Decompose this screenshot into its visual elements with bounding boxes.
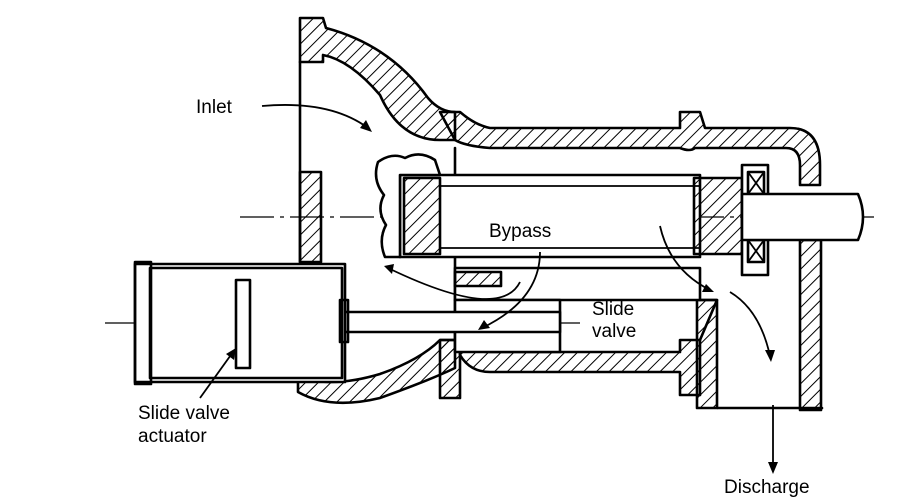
actuator-leader	[199, 351, 234, 399]
rotor	[398, 173, 702, 259]
inlet-label: Inlet	[196, 97, 232, 118]
slide-valve-label-line1: Slide	[592, 299, 635, 320]
inlet-arrow	[261, 104, 369, 129]
actuator-gland	[338, 298, 350, 344]
bypass-label: Bypass	[489, 221, 552, 242]
drive-shaft	[740, 192, 865, 242]
slide-valve-label-line2: valve	[592, 321, 637, 342]
bypass-arrow-left	[387, 267, 521, 300]
discharge-end-bearing	[692, 176, 744, 256]
inlet-casing-top	[298, 16, 457, 142]
discharge-port-edge	[698, 298, 719, 342]
actuator-piston	[234, 278, 252, 370]
discharge-flow-arrow	[659, 225, 711, 291]
inlet-casing-rib	[298, 170, 323, 264]
main-housing-bottom	[438, 338, 462, 400]
discharge-wall-left	[695, 298, 719, 410]
actuator-label-line2: actuator	[138, 426, 207, 447]
discharge-flow-arrow-2	[729, 291, 771, 357]
discharge-label: Discharge	[724, 477, 810, 498]
slide-valve-guide	[453, 270, 503, 288]
discharge-wall-right	[798, 238, 823, 412]
broken-section-edge	[374, 153, 442, 259]
actuator-end-cap	[133, 260, 153, 386]
bypass-arrow-right	[481, 251, 541, 329]
actuator-label-line1: Slide valve	[138, 403, 230, 424]
suction-end-bearing	[402, 176, 442, 256]
main-housing-top	[438, 110, 822, 187]
